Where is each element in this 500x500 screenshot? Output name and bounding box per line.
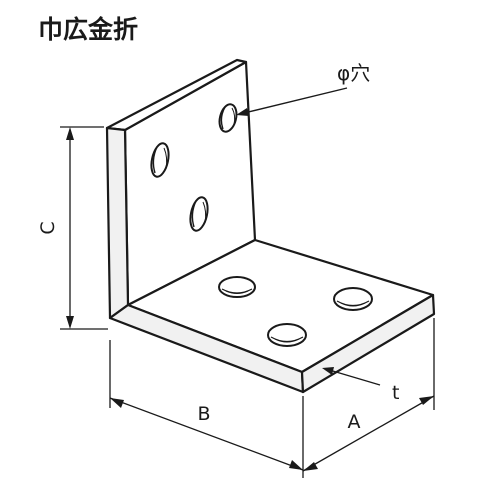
hole-vertical-2: [150, 142, 170, 178]
thickness-leader: [322, 367, 381, 386]
dimension-c: [60, 126, 108, 330]
dimension-c-label: C: [37, 221, 59, 234]
hole-leader: [236, 87, 348, 116]
dimension-a: [302, 318, 435, 472]
diagram-title: 巾広金折: [38, 15, 138, 44]
hole-vertical-3: [189, 196, 209, 232]
hole-horizontal-3: [267, 323, 307, 347]
horizontal-right-edge: [300, 293, 436, 394]
dimension-b: [109, 340, 304, 478]
thickness-label: t: [392, 382, 399, 404]
hole-horizontal-2: [333, 287, 373, 311]
dimension-b-label: B: [197, 403, 210, 425]
l-bracket: [105, 58, 436, 394]
hole-horizontal-1: [218, 276, 256, 298]
hole-vertical-1: [218, 103, 238, 133]
dimension-a-label: A: [348, 411, 361, 433]
vertical-side-edge: [105, 126, 130, 320]
horizontal-holes: [218, 276, 373, 347]
vertical-holes: [150, 103, 238, 232]
hole-label: φ穴: [337, 61, 370, 85]
